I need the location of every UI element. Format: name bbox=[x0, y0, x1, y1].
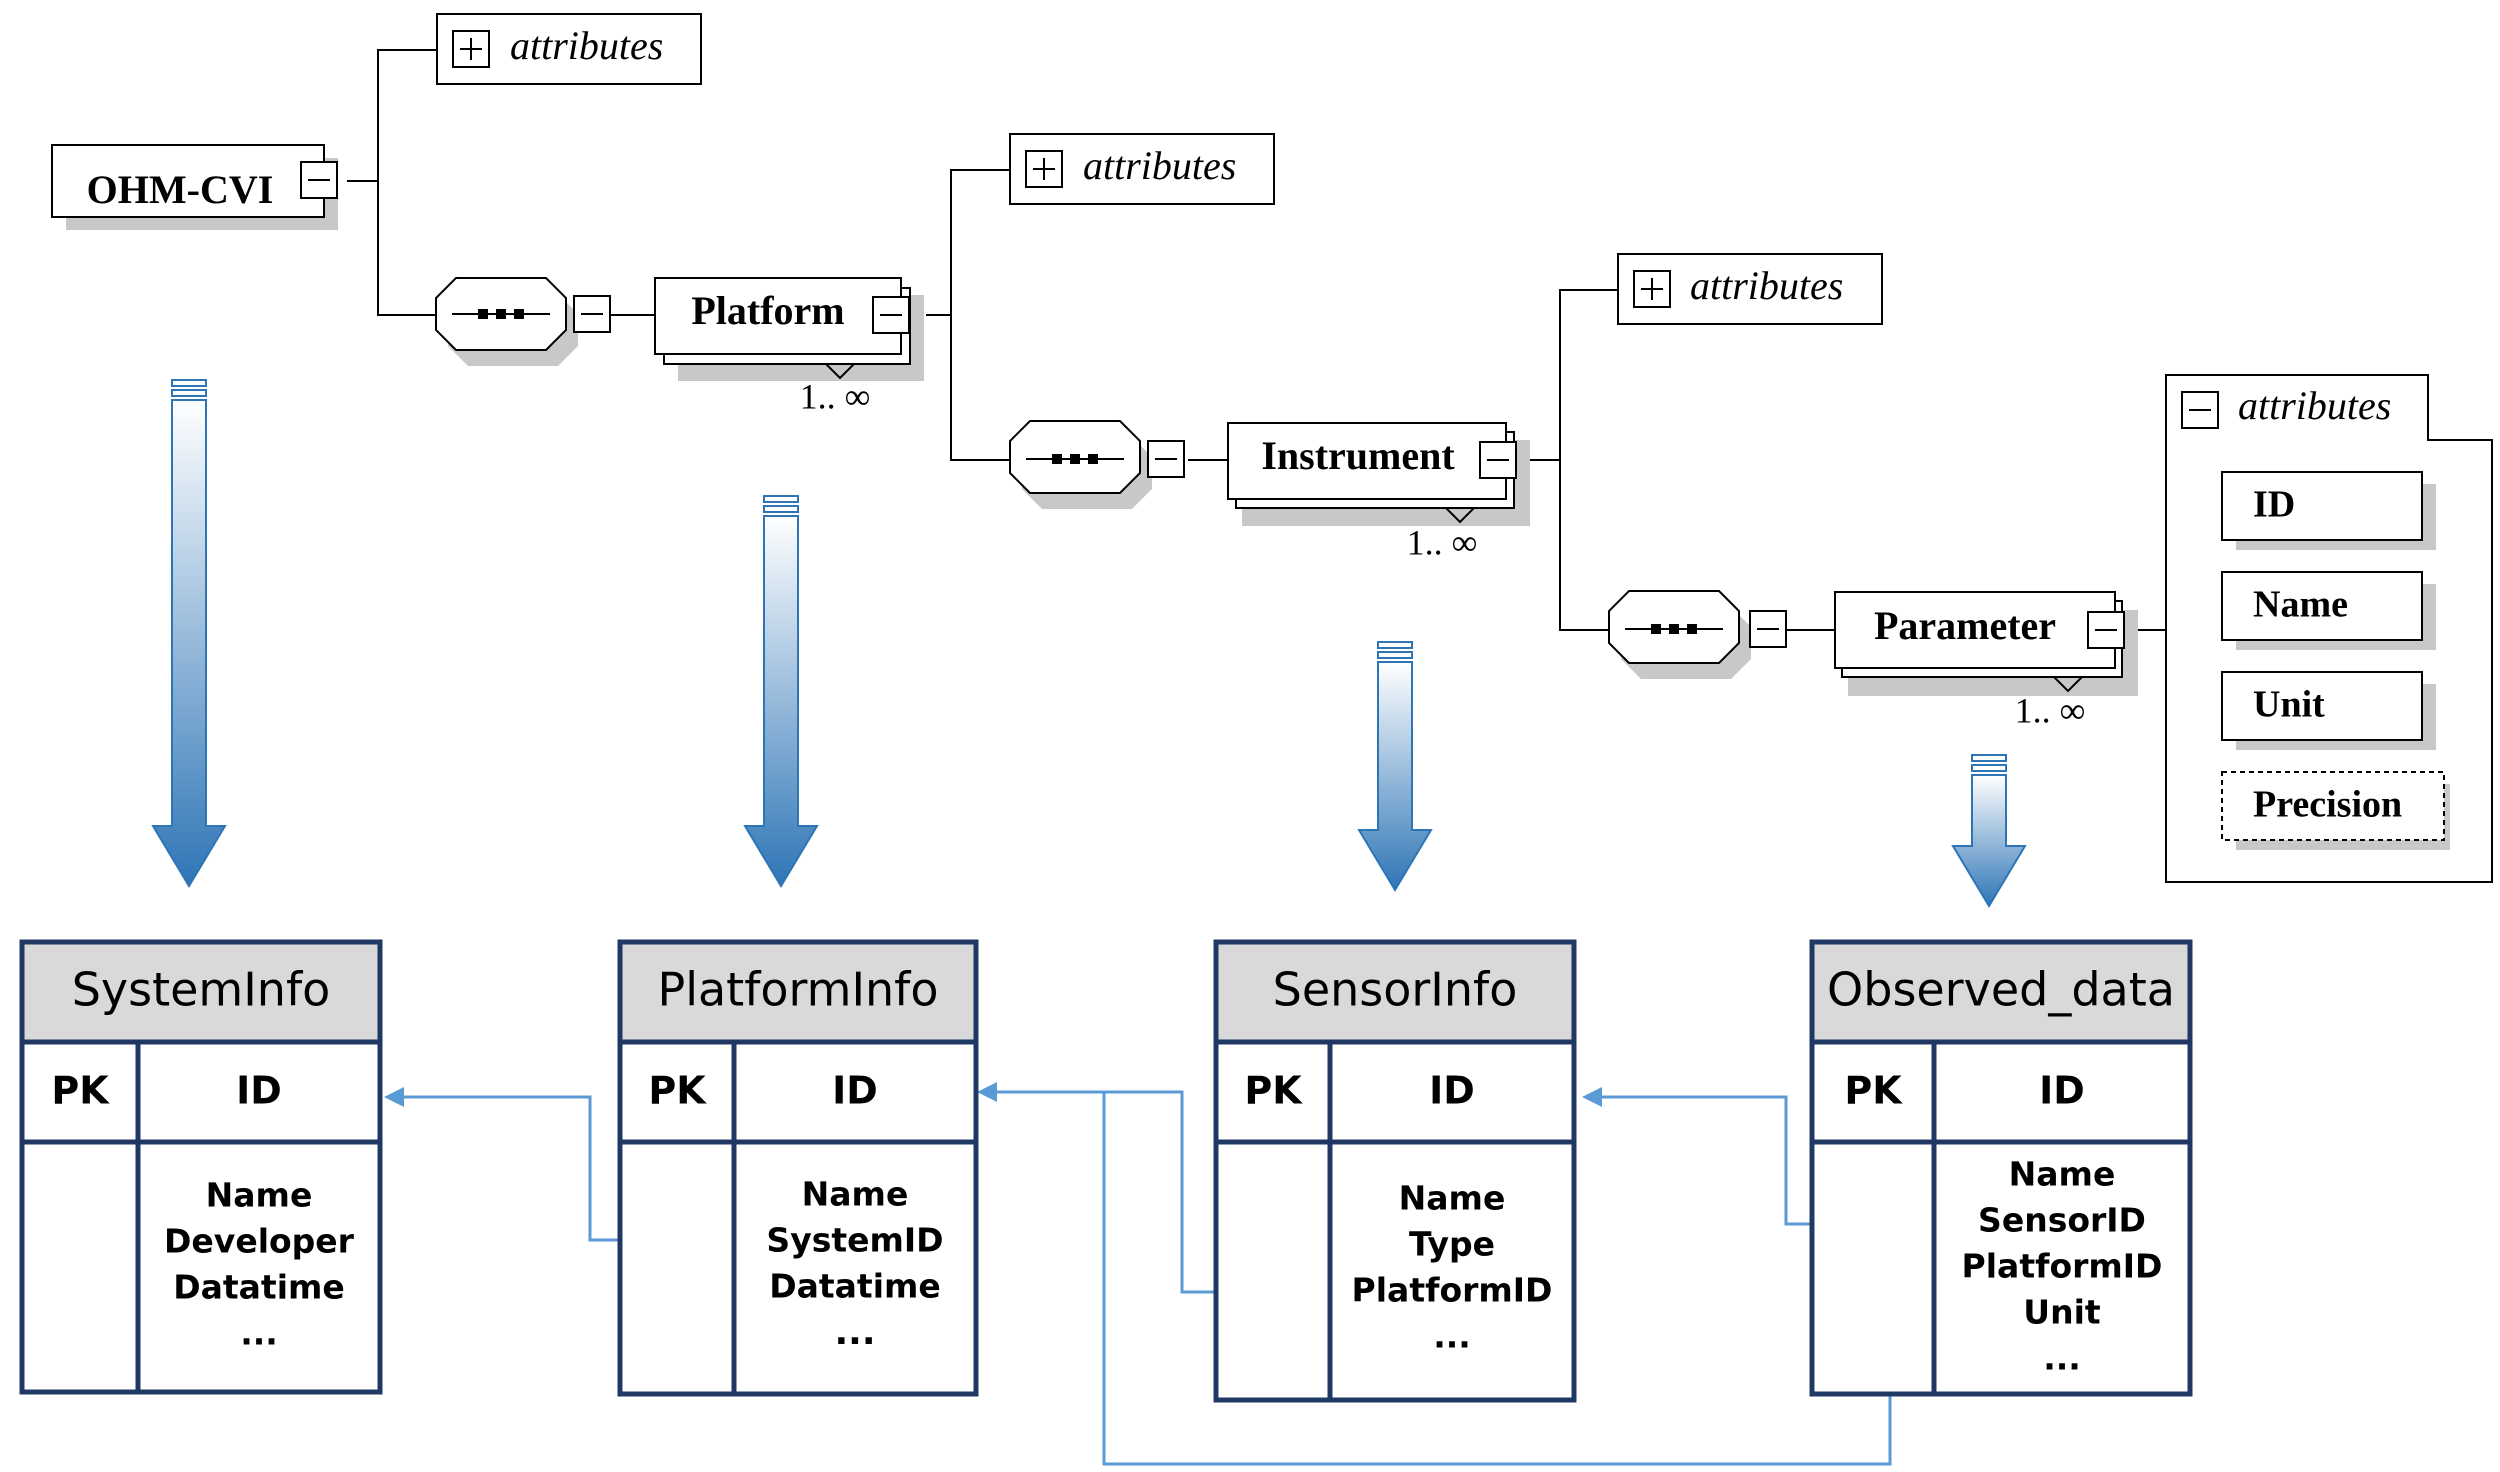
mapping-arrow bbox=[1357, 641, 1433, 892]
expand-icon[interactable] bbox=[1633, 270, 1671, 308]
table-field: Unit bbox=[2023, 1293, 2101, 1332]
table-field: Name bbox=[1399, 1179, 1506, 1218]
connector-line bbox=[1525, 289, 1618, 461]
parameter-element: Parameter 1.. ∞ bbox=[1834, 591, 2138, 730]
pk-label: PK bbox=[1844, 1069, 1903, 1113]
expand-icon[interactable] bbox=[1025, 150, 1063, 188]
table-field: Datatime bbox=[173, 1268, 345, 1307]
parameter-attributes-panel: attributes ID Name Unit Precision bbox=[2165, 374, 2493, 883]
root-element: OHM-CVI bbox=[51, 144, 338, 230]
attribute-label: Unit bbox=[2253, 684, 2325, 726]
table-field: Name bbox=[206, 1176, 313, 1215]
table-platforminfo: PlatformInfo PK ID Name SystemID Datatim… bbox=[617, 939, 979, 1397]
pk-field: ID bbox=[832, 1069, 878, 1113]
pk-field: ID bbox=[2039, 1069, 2085, 1113]
multiplicity-label: 1.. ∞ bbox=[2015, 690, 2086, 730]
table-field: Name bbox=[802, 1175, 909, 1214]
connector-line bbox=[377, 181, 437, 316]
mapping-arrow bbox=[743, 495, 819, 888]
attributes-label: attributes bbox=[1083, 143, 1236, 188]
table-field: ... bbox=[240, 1314, 278, 1353]
expand-icon[interactable] bbox=[452, 30, 490, 68]
collapse-icon[interactable] bbox=[2181, 391, 2219, 429]
attribute-label: Precision bbox=[2253, 784, 2402, 826]
table-title: SensorInfo bbox=[1273, 963, 1518, 1017]
attribute-label: ID bbox=[2253, 484, 2295, 526]
table-field: SensorID bbox=[1978, 1201, 2146, 1240]
attribute-unit: Unit bbox=[2221, 671, 2436, 750]
pk-field: ID bbox=[236, 1069, 282, 1113]
table-field: ... bbox=[2043, 1339, 2081, 1378]
attributes-label: attributes bbox=[2238, 383, 2391, 428]
collapse-icon[interactable] bbox=[573, 295, 611, 333]
attributes-box[interactable]: attributes bbox=[436, 13, 702, 85]
sequence-compositor bbox=[1608, 590, 1787, 679]
table-field: SystemID bbox=[766, 1221, 943, 1260]
connector-line bbox=[926, 169, 1010, 316]
connector-line bbox=[950, 315, 1010, 461]
collapse-icon[interactable] bbox=[872, 296, 910, 334]
attributes-label: attributes bbox=[1690, 263, 1843, 308]
parameter-label: Parameter bbox=[1874, 603, 2056, 648]
table-field: ... bbox=[1433, 1317, 1471, 1356]
collapse-icon[interactable] bbox=[300, 161, 338, 199]
table-sensorinfo: SensorInfo PK ID Name Type PlatformID ..… bbox=[1213, 939, 1577, 1403]
mapping-arrow bbox=[151, 379, 227, 888]
multiplicity-label: 1.. ∞ bbox=[1407, 522, 1478, 562]
pk-label: PK bbox=[51, 1069, 110, 1113]
table-observed-data: Observed_data PK ID Name SensorID Platfo… bbox=[1809, 939, 2193, 1397]
table-title: SystemInfo bbox=[72, 963, 331, 1017]
collapse-icon[interactable] bbox=[1479, 441, 1517, 479]
pk-label: PK bbox=[648, 1069, 707, 1113]
table-field: ... bbox=[834, 1312, 875, 1353]
attribute-id: ID bbox=[2221, 471, 2436, 550]
attributes-box[interactable]: attributes bbox=[1009, 133, 1275, 205]
collapse-icon[interactable] bbox=[1147, 440, 1185, 478]
attribute-precision: Precision bbox=[2221, 771, 2450, 850]
instrument-label: Instrument bbox=[1261, 433, 1455, 478]
sequence-compositor bbox=[435, 277, 611, 366]
collapse-icon[interactable] bbox=[1749, 610, 1787, 648]
table-field: Type bbox=[1409, 1225, 1495, 1264]
pk-label: PK bbox=[1244, 1069, 1303, 1113]
table-field: PlatformID bbox=[1962, 1247, 2163, 1286]
collapse-icon[interactable] bbox=[2087, 611, 2125, 649]
platform-element: Platform 1.. ∞ bbox=[654, 277, 924, 416]
attribute-label: Name bbox=[2253, 584, 2348, 626]
attributes-label: attributes bbox=[510, 23, 663, 68]
platform-label: Platform bbox=[691, 288, 844, 333]
table-field: Developer bbox=[164, 1222, 355, 1261]
mapping-arrow bbox=[1951, 754, 2027, 908]
table-field: Name bbox=[2009, 1155, 2116, 1194]
attributes-box[interactable]: attributes bbox=[1617, 253, 1883, 325]
connector-line bbox=[1559, 460, 1618, 631]
sequence-compositor bbox=[1009, 420, 1185, 509]
instrument-element: Instrument 1.. ∞ bbox=[1227, 422, 1530, 562]
table-field: PlatformID bbox=[1352, 1271, 1553, 1310]
attribute-name: Name bbox=[2221, 571, 2436, 650]
connector-line bbox=[347, 49, 437, 182]
multiplicity-label: 1.. ∞ bbox=[800, 376, 871, 416]
pk-field: ID bbox=[1429, 1069, 1475, 1113]
table-field: Datatime bbox=[769, 1267, 941, 1306]
table-systeminfo: SystemInfo PK ID Name Developer Datatime… bbox=[19, 939, 383, 1395]
root-element-label: OHM-CVI bbox=[87, 167, 274, 212]
schema-tree bbox=[347, 49, 2166, 631]
table-title: PlatformInfo bbox=[657, 963, 938, 1017]
table-title: Observed_data bbox=[1827, 963, 2175, 1017]
